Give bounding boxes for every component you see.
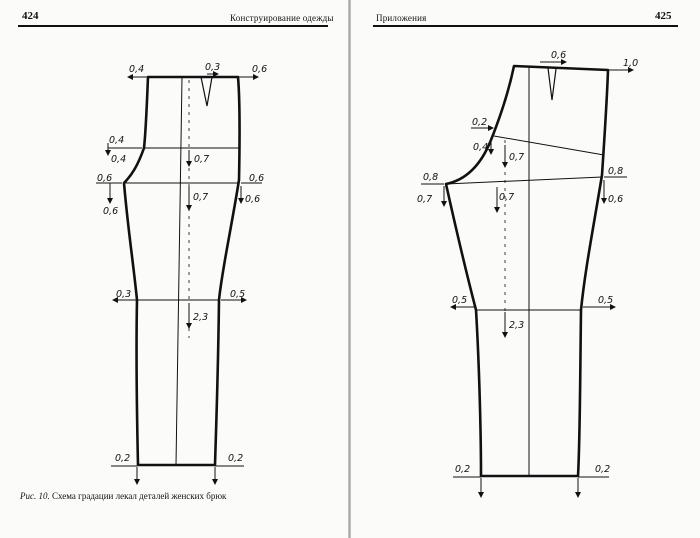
label-knee-left: 0,5 [452, 295, 467, 306]
label-side-in: 0,6 [245, 194, 260, 205]
label-knee-left: 0,3 [116, 289, 131, 300]
dart [547, 67, 557, 101]
label-crotch-out: 0,8 [423, 172, 438, 183]
label-hem-right: 0,2 [595, 464, 610, 475]
left-page: 424 Конструирование одежды 0,4 [0, 0, 349, 538]
grain-line [175, 76, 183, 466]
header-rule [373, 25, 678, 27]
caption-text: Схема градации лекал деталей женских брю… [52, 491, 227, 501]
pattern-outline [122, 75, 241, 467]
pattern-outline [444, 64, 610, 478]
page-number: 425 [655, 10, 672, 22]
page-number: 424 [22, 10, 39, 22]
label-crotch-in: 0,7 [417, 194, 432, 205]
hip-line [493, 135, 605, 156]
dart [200, 76, 213, 107]
label-waist-right: 1,0 [623, 58, 638, 69]
label-step-crotch: 0,7 [499, 192, 514, 203]
right-page: Приложения 425 0,6 1,0 0,2 [351, 0, 700, 538]
figure-caption: Рис. 10. Схема градации лекал деталей же… [20, 491, 226, 501]
label-step-hip: 0,7 [509, 152, 524, 163]
label-step-knee: 2,3 [509, 320, 524, 331]
label-hip-top-in: 0,4 [111, 154, 126, 165]
label-hip-top-out: 0,2 [472, 117, 487, 128]
label-side-out: 0,6 [249, 173, 264, 184]
book-gutter [348, 0, 351, 538]
label-knee-right: 0,5 [598, 295, 613, 306]
running-head: Приложения [376, 13, 427, 23]
crotch-line [445, 176, 603, 185]
label-hem-right: 0,2 [228, 453, 243, 464]
label-step-hip: 0,7 [194, 154, 209, 165]
label-knee-right: 0,5 [230, 289, 245, 300]
header-rule [18, 25, 328, 27]
label-waist-left: 0,4 [129, 64, 144, 75]
label-waist-top: 0,6 [551, 50, 566, 61]
label-crotch-in: 0,6 [103, 206, 118, 217]
label-waist-right: 0,6 [252, 64, 267, 75]
label-hem-left: 0,2 [115, 453, 130, 464]
caption-label: Рис. 10. [20, 491, 50, 501]
label-hip-top-out: 0,4 [109, 135, 124, 146]
running-head: Конструирование одежды [230, 13, 334, 23]
label-step-crotch: 0,7 [193, 192, 208, 203]
label-side-in: 0,6 [608, 194, 623, 205]
label-crotch-out: 0,6 [97, 173, 112, 184]
label-dart: 0,3 [205, 62, 220, 73]
label-hip-top-in: 0,4 [473, 142, 488, 153]
label-step-knee: 2,3 [193, 312, 208, 323]
back-trouser-pattern: 0,6 1,0 0,2 0,4 0,7 0,8 0,7 0,7 0,8 0,6 … [417, 50, 638, 498]
front-trouser-pattern: 0,4 0,6 0,3 0,4 0,4 0,7 0,6 0,6 0,7 0,6 … [96, 62, 267, 485]
label-side-out: 0,8 [608, 166, 623, 177]
label-hem-left: 0,2 [455, 464, 470, 475]
